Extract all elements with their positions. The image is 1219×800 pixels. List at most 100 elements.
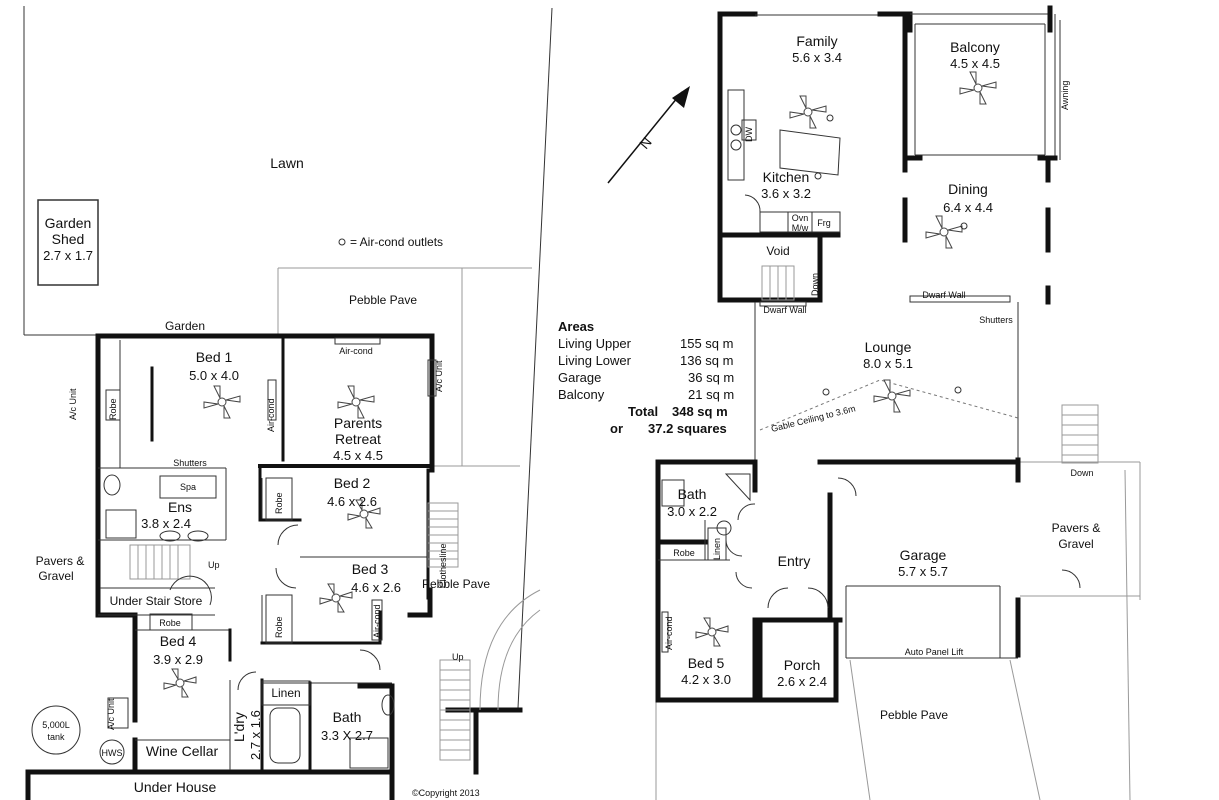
area-squares-value: 37.2 squares: [648, 421, 727, 436]
area-row-value: 155 sq m: [680, 336, 733, 351]
microwave-label: M/w: [792, 223, 809, 233]
garden-shed-name: Garden: [45, 215, 92, 231]
bed3-dims: 4.6 x 2.6: [351, 580, 401, 595]
pebble-pave-label: Pebble Pave: [880, 708, 948, 722]
porch-name: Porch: [784, 657, 821, 673]
family-dims: 5.6 x 3.4: [792, 50, 842, 65]
aircon-outlet-icon: [338, 114, 968, 396]
balcony-dims: 4.5 x 4.5: [950, 56, 1000, 71]
laundry-dims: 2.7 x 1.6: [248, 710, 263, 760]
ac-unit-label: A/c Unit: [434, 360, 444, 392]
aircon-legend-text: = Air-cond outlets: [350, 235, 443, 249]
lower-floor-walls: [25, 333, 669, 800]
parents-retreat-dims: 4.5 x 4.5: [333, 448, 383, 463]
area-row-value: 36 sq m: [688, 370, 734, 385]
auto-panel-lift-label: Auto Panel Lift: [905, 647, 964, 657]
bed5-dims: 4.2 x 3.0: [681, 672, 731, 687]
kitchen-name: Kitchen: [763, 169, 810, 185]
oven-label: Ovn: [792, 213, 809, 223]
bed4-name: Bed 4: [160, 633, 197, 649]
tank-label: tank: [47, 732, 65, 742]
pavers-gravel-label: Gravel: [38, 569, 73, 583]
lounge-name: Lounge: [865, 339, 912, 355]
aircon-label: Air-cond: [339, 346, 373, 356]
pavers-gravel-label: Pavers &: [1052, 521, 1101, 535]
bath-name: Bath: [333, 709, 362, 725]
balcony-name: Balcony: [950, 39, 1000, 55]
linen-label: Linen: [271, 686, 300, 700]
bed5-name: Bed 5: [688, 655, 725, 671]
north-arrow-icon: [607, 86, 690, 184]
under-house-label: Under House: [134, 779, 217, 795]
bath-upper-name: Bath: [678, 486, 707, 502]
void-label: Void: [766, 244, 789, 258]
area-row-value: 136 sq m: [680, 353, 733, 368]
dwarf-wall-label: Dwarf Wall: [922, 290, 965, 300]
garden-shed-outline: [37, 199, 99, 286]
areas-heading: Areas: [558, 319, 594, 334]
fridge-label: Frg: [817, 218, 831, 228]
area-row-label: Living Upper: [558, 336, 632, 351]
robe-label: Robe: [108, 398, 118, 420]
aircon-label: Air-cond: [372, 604, 382, 638]
dining-name: Dining: [948, 181, 988, 197]
bed1-name: Bed 1: [196, 349, 233, 365]
parents-retreat-name: Parents: [334, 415, 382, 431]
bed2-dims: 4.6 x 2.6: [327, 494, 377, 509]
linen-label: Linen: [712, 538, 722, 560]
ceiling-fan-icon: [163, 71, 997, 698]
robe-label: Robe: [673, 548, 695, 558]
up-label: Up: [208, 560, 220, 570]
entry-label: Entry: [778, 553, 811, 569]
area-row-label: Garage: [558, 370, 601, 385]
bath-upper-dims: 3.0 x 2.2: [667, 504, 717, 519]
area-total-label: Total: [628, 404, 658, 419]
garage-dims: 5.7 x 5.7: [898, 564, 948, 579]
kitchen-dims: 3.6 x 3.2: [761, 186, 811, 201]
up-label: Up: [452, 652, 464, 662]
garage-name: Garage: [900, 547, 947, 563]
garden-shed-dims: 2.7 x 1.7: [43, 248, 93, 263]
shutters-label: Shutters: [173, 458, 207, 468]
pavers-gravel-label: Gravel: [1058, 537, 1093, 551]
down-label: Down: [1070, 468, 1093, 478]
bed4-dims: 3.9 x 2.9: [153, 652, 203, 667]
pebble-pave-label: Pebble Pave: [349, 293, 417, 307]
area-row-label: Living Lower: [558, 353, 632, 368]
garden-label: Garden: [165, 319, 205, 333]
bed2-name: Bed 2: [334, 475, 371, 491]
lounge-dims: 8.0 x 5.1: [863, 356, 913, 371]
aircon-label: Air-cond: [664, 616, 674, 650]
bed3-name: Bed 3: [352, 561, 389, 577]
pebble-pave-label: Pebble Pave: [422, 577, 490, 591]
awning-label: Awning: [1060, 81, 1070, 110]
parents-retreat-name2: Retreat: [335, 431, 381, 447]
ens-dims: 3.8 x 2.4: [141, 516, 191, 531]
robe-label: Robe: [159, 618, 181, 628]
area-total-value: 348 sq m: [672, 404, 728, 419]
aircon-label: Air-cond: [266, 398, 276, 432]
laundry-name: L'dry: [231, 712, 247, 742]
spa-label: Spa: [180, 482, 196, 492]
garden-shed-name2: Shed: [52, 231, 85, 247]
tank-label: 5,000L: [42, 720, 70, 730]
shutters-label: Shutters: [979, 315, 1013, 325]
under-stair-store-label: Under Stair Store: [110, 594, 203, 608]
lawn-label: Lawn: [270, 155, 303, 171]
dwarf-wall-label: Dwarf Wall: [763, 305, 806, 315]
pavers-gravel-label: Pavers &: [36, 554, 85, 568]
dining-dims: 6.4 x 4.4: [943, 200, 993, 215]
ens-name: Ens: [168, 499, 192, 515]
bed1-dims: 5.0 x 4.0: [189, 368, 239, 383]
down-label: Down: [810, 273, 820, 296]
robe-label: Robe: [274, 492, 284, 514]
porch-dims: 2.6 x 2.4: [777, 674, 827, 689]
dw-label: DW: [744, 127, 754, 142]
clothesline-label: Clothesline: [438, 543, 448, 588]
north-label: N: [636, 134, 655, 152]
site-boundary: [23, 6, 1141, 800]
wine-cellar-label: Wine Cellar: [146, 743, 219, 759]
bath-dims: 3.3 X 2.7: [321, 728, 373, 743]
